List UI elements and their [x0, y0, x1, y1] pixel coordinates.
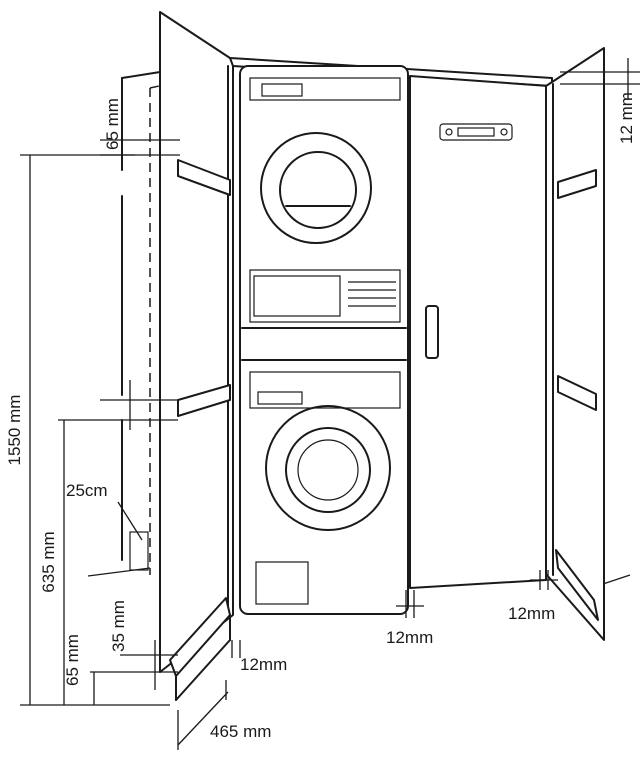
- label-upper-rail-offset: 65 mm: [103, 98, 122, 150]
- left-side-panel: [129, 11, 234, 701]
- right-side-panel: [545, 47, 605, 641]
- door-handle: [425, 305, 439, 359]
- vent-slot: [129, 531, 149, 571]
- label-side-gap-right: 12mm: [508, 604, 555, 623]
- label-door-gap: 12mm: [386, 628, 433, 647]
- label-top-gap: 12 mm: [617, 92, 636, 144]
- label-side-gap-left: 12mm: [240, 655, 287, 674]
- label-depth: 465 mm: [210, 722, 271, 741]
- label-vent-size: 25cm: [66, 481, 108, 500]
- label-total-height: 1550 mm: [5, 395, 24, 466]
- label-mid-rail-height: 635 mm: [39, 531, 58, 592]
- appliance-stack: [239, 65, 409, 615]
- label-plinth-35: 35 mm: [109, 600, 128, 652]
- mid-rail: [177, 384, 231, 417]
- cabinet-door: [407, 75, 549, 589]
- label-plinth-65: 65 mm: [63, 634, 82, 686]
- upper-rail: [177, 159, 231, 196]
- dimension-lines: [20, 58, 640, 750]
